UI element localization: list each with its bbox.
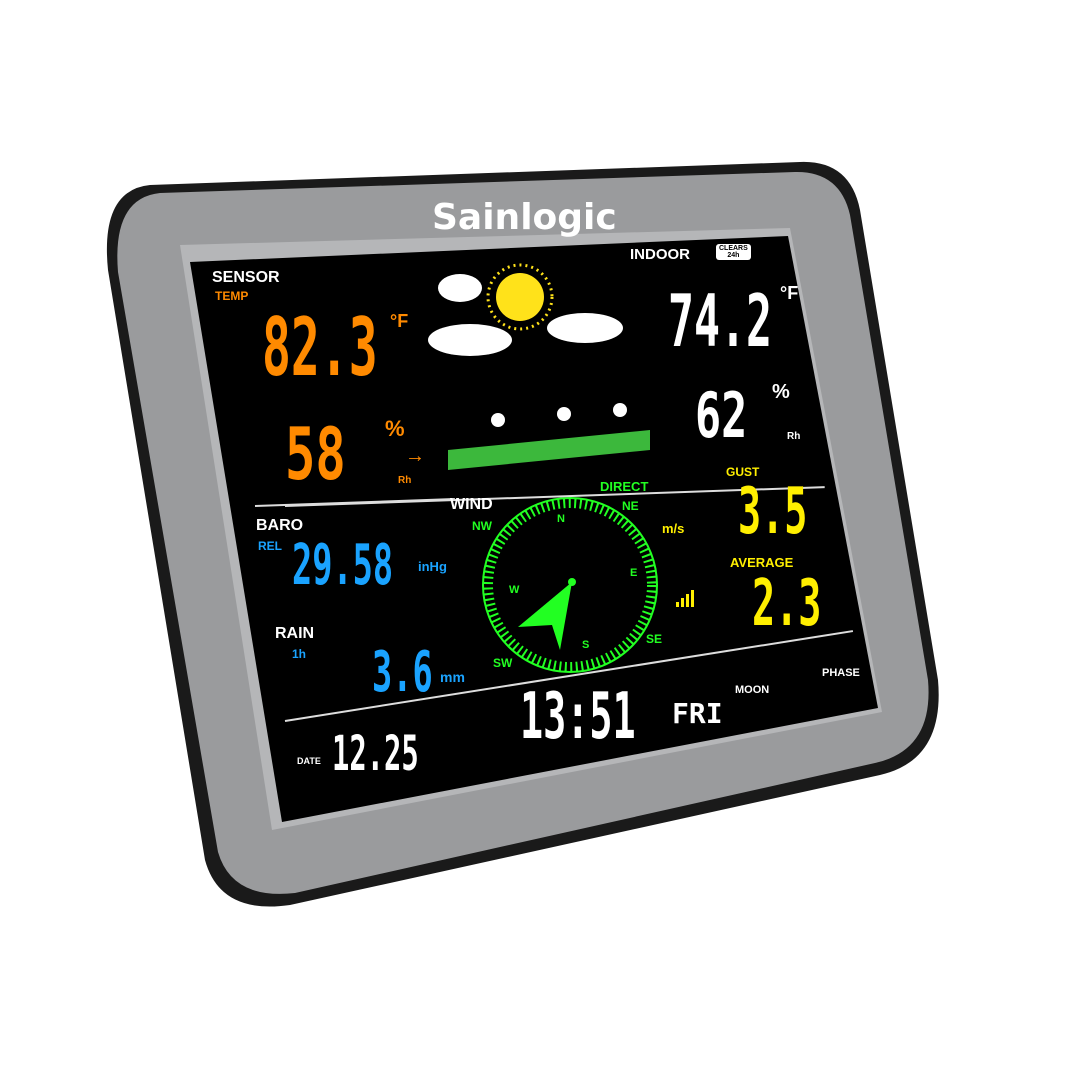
baro-mode: REL [258,539,282,553]
rain-period: 1h [292,647,307,661]
compass-nw: NW [472,519,492,533]
time-value: 13:51 [520,680,636,754]
compass-s: S [582,639,590,651]
wind-unit: m/s [662,521,685,536]
grass-icon [448,430,650,470]
gust-value: 3.5 [738,475,808,549]
outdoor-rh-label: Rh [398,475,412,486]
rain-title: RAIN [275,625,315,642]
date-value: 12.25 [332,726,419,782]
cloud-icon [438,274,482,302]
sensor-subtitle: TEMP [215,289,249,303]
baro-unit: inHg [418,559,447,574]
baro-value: 29.58 [292,533,394,598]
indoor-rh-label: Rh [787,431,801,442]
moon-phase-label: PHASE [822,667,860,679]
signal-icon [676,590,694,607]
weekday: FRI [672,697,723,730]
clears-label: CLEARS [719,245,748,252]
baro-title: BARO [256,517,304,534]
outdoor-humidity: 58 [285,412,346,496]
rain-unit: mm [440,669,465,685]
cloud-icon [547,313,623,343]
compass-e: E [630,567,638,579]
indoor-temp: 74.2 [668,279,773,363]
brand-logo: Sainlogic [432,197,617,238]
compass-ne: NE [622,499,639,513]
wind-arrow-icon [518,582,572,650]
indoor-temp-unit: °F [780,283,799,303]
outdoor-temp-unit: °F [390,311,409,331]
gust-title: GUST [726,465,760,479]
average-value: 2.3 [752,567,822,641]
screen [190,236,878,822]
compass-w: W [509,584,520,596]
compass-ticks [483,498,657,672]
rain-value: 3.6 [372,640,433,705]
sun-icon [496,273,544,321]
compass-se: SE [646,632,663,646]
clears-period: 24h [727,252,740,259]
wind-title: WIND [450,496,493,513]
indoor-humidity-unit: % [772,381,790,403]
indoor-title: INDOOR [630,246,690,263]
indoor-humidity: 62 [695,379,748,452]
date-label: DATE [297,756,321,766]
sensor-title: SENSOR [212,269,280,286]
outdoor-temp: 82.3 [262,301,378,394]
average-title: AVERAGE [730,555,794,570]
compass-n: N [557,513,565,525]
compass [482,497,658,673]
weather-icon [428,263,820,670]
outdoor-humidity-unit: % [385,416,405,441]
trend-arrow-icon: → [405,445,425,467]
compass-sw: SW [493,656,513,670]
moon-title: MOON [735,684,770,696]
cloud-icon [428,324,512,356]
wind-direct-label: DIRECT [600,479,649,494]
clears-badge: CLEARS 24h [716,244,751,260]
